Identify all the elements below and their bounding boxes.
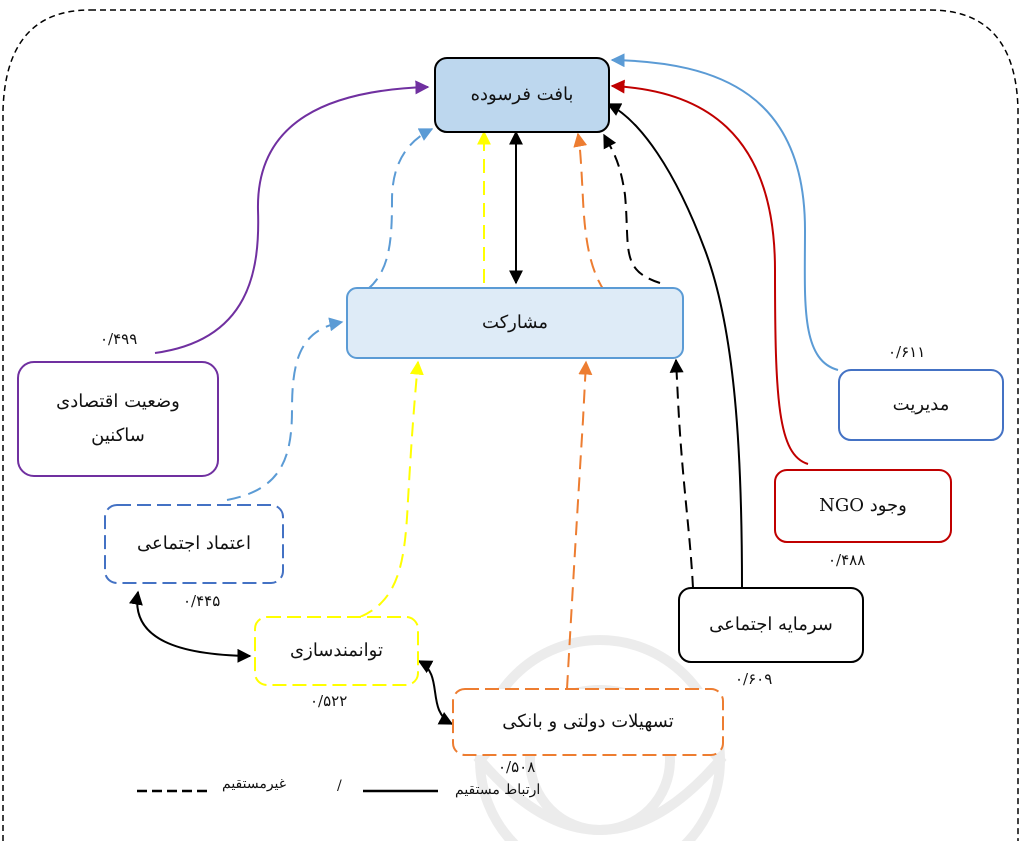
node-vaziat-label-line2: ساکنین [91,425,145,446]
node-box-baft [434,57,610,133]
node-modiriat-label: مدیریت [892,393,950,415]
value-vaziat: ۰/۴۹۹ [100,330,138,348]
node-vaziat-label-line1: وضعیت اقتصادی [56,390,180,412]
arrow-mosharekat-baft-blue [367,128,434,290]
arrow-sarmaye-to-baft [606,103,743,589]
node-box-vaziat [17,361,219,477]
arrow-ngo-to-baft [610,79,809,465]
legend-indirect-label: غیرمستقیم [222,776,287,792]
arrow-modiriat-to-baft [610,53,839,371]
node-tashilat-label: تسهیلات دولتی و بانکی [502,710,674,732]
legend-direct-label: ارتباط مستقیم [455,782,541,798]
node-etemad: اعتماد اجتماعی [105,505,283,583]
node-mosharekat: مشارکت [347,288,683,358]
value-ngo: ۰/۴۸۸ [828,551,866,569]
arrow-tashilat-to-mosharekat [566,360,593,690]
value-modiriat: ۰/۶۱۱ [888,343,926,361]
node-box-ngo [774,469,952,543]
arrow-etemad-tavanmand [129,590,252,663]
arrow-etemad-to-mosharekat [226,317,344,501]
node-baft-label: بافت فرسوده [470,83,574,105]
node-sarmaye: سرمایه اجتماعی [679,588,863,662]
node-box-tavanmand [254,616,419,686]
node-box-mosharekat [346,287,684,359]
node-ngo: وجود NGO [775,470,951,542]
node-sarmaye-label: سرمایه اجتماعی [709,613,833,635]
node-baft: بافت فرسوده [435,58,609,132]
arrow-tavanmand-tashilat [417,660,454,725]
value-etemad: ۰/۴۴۵ [183,592,221,610]
arrow-tavanmand-to-mosharekat [359,360,424,618]
node-tashilat: تسهیلات دولتی و بانکی [453,689,723,755]
node-etemad-label: اعتماد اجتماعی [137,532,251,554]
node-modiriat: مدیریت [839,370,1003,440]
node-tavanmand-label: توانمندسازی [290,639,383,661]
outer-frame [2,9,1019,841]
node-box-tashilat [452,688,724,756]
arrow-mosharekat-baft-orange [573,132,606,293]
node-tavanmand: توانمندسازی [255,617,418,685]
node-box-sarmaye [678,587,864,663]
node-vaziat: وضعیت اقتصادی ساکنین [18,362,218,476]
value-tavanmand: ۰/۵۲۲ [310,692,348,710]
value-tashilat: ۰/۵۰۸ [498,758,536,776]
legend-separator: / [337,778,342,794]
node-box-etemad [104,504,284,584]
arrow-vaziat-to-baft [154,80,430,354]
node-box-modiriat [838,369,1004,441]
value-sarmaye: ۰/۶۰۹ [735,670,773,688]
node-mosharekat-label: مشارکت [481,311,549,333]
arrow-sarmaye-to-mosharekat [669,358,694,589]
arrow-mosharekat-baft-indirect-black [603,133,661,284]
node-ngo-label: وجود NGO [819,494,907,516]
